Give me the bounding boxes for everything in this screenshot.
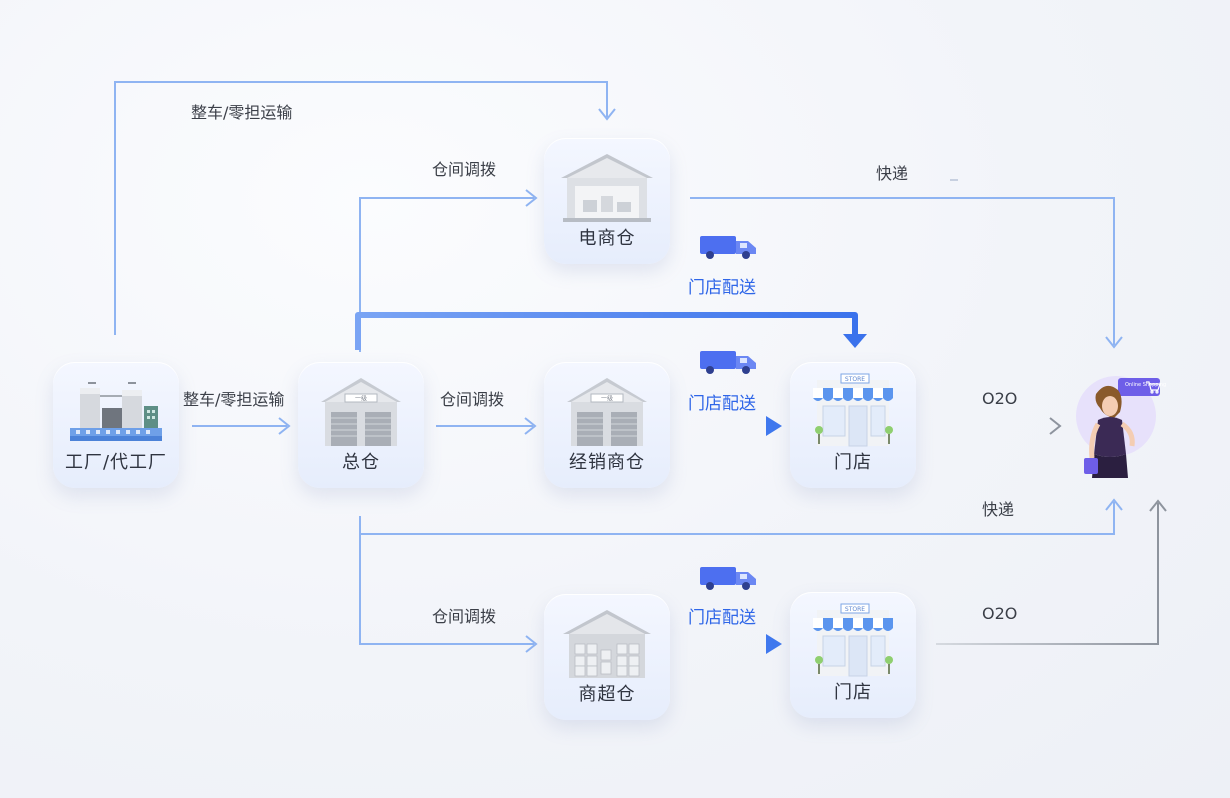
label-ecommerce-express: 快递	[876, 164, 909, 183]
label-to-dealer: 仓间调拨	[440, 390, 505, 409]
node-main-warehouse: 一级 总仓	[298, 362, 424, 488]
label-to-ecommerce: 仓间调拨	[432, 160, 497, 179]
label-to-supermarket: 仓间调拨	[432, 607, 497, 626]
warehouse-stock-icon	[563, 610, 651, 678]
node-dealer-warehouse-label: 经销商仓	[569, 452, 645, 473]
warehouse-sign: 一级	[355, 395, 367, 403]
customer-badge: Online Shopping	[1125, 382, 1166, 388]
route-main-express	[360, 502, 1115, 535]
node-main-warehouse-label: 总仓	[342, 452, 380, 473]
label-factory-main: 整车/零担运输	[183, 390, 285, 409]
label-store-delivery-bottom: 门店配送	[688, 608, 756, 628]
node-ecommerce-warehouse: 电商仓	[544, 138, 670, 264]
node-factory: 工厂/代工厂	[53, 362, 179, 488]
node-ecommerce-warehouse-label: 电商仓	[578, 228, 636, 249]
route-ecommerce-express	[690, 197, 1115, 345]
warehouse-icon: 一级	[567, 378, 647, 446]
warehouse-sign: 一级	[601, 395, 613, 403]
node-supermarket-warehouse-label: 商超仓	[578, 684, 636, 705]
node-store-mid: STORE 门店	[790, 362, 916, 488]
factory-icon	[70, 382, 162, 441]
node-store-bottom: STORE 门店	[790, 592, 916, 718]
online-shopper-icon: Online Shopping	[1076, 376, 1166, 478]
route-main-ecommerce	[359, 197, 534, 352]
storefront-icon: STORE	[813, 603, 893, 677]
route-store-o2o-bottom	[936, 503, 1159, 645]
node-store-mid-label: 门店	[834, 452, 872, 473]
label-top-transport: 整车/零担运输	[191, 103, 293, 122]
route-main-store-strong	[355, 312, 858, 350]
node-supermarket-warehouse: 商超仓	[544, 594, 670, 720]
route-main-supermarket	[359, 516, 534, 645]
label-o2o-bottom: O2O	[982, 604, 1018, 623]
route-factory-ecommerce	[114, 81, 608, 335]
delivery-truck-icon	[700, 236, 756, 259]
label-store-delivery-mid: 门店配送	[688, 394, 756, 414]
delivery-truck-icon	[700, 351, 756, 374]
node-dealer-warehouse: 一级 经销商仓	[544, 362, 670, 488]
label-express-bottom: 快递	[982, 500, 1015, 519]
store-sign: STORE	[845, 606, 865, 613]
storefront-icon: STORE	[813, 373, 893, 447]
node-factory-label: 工厂/代工厂	[64, 452, 168, 473]
delivery-truck-icon	[700, 567, 756, 590]
store-sign: STORE	[845, 376, 865, 383]
label-store-delivery-top: 门店配送	[688, 278, 756, 298]
label-o2o-mid: O2O	[982, 389, 1018, 408]
warehouse-icon: 一级	[321, 378, 401, 446]
node-store-bottom-label: 门店	[834, 682, 872, 703]
warehouse-open-icon	[561, 154, 653, 222]
